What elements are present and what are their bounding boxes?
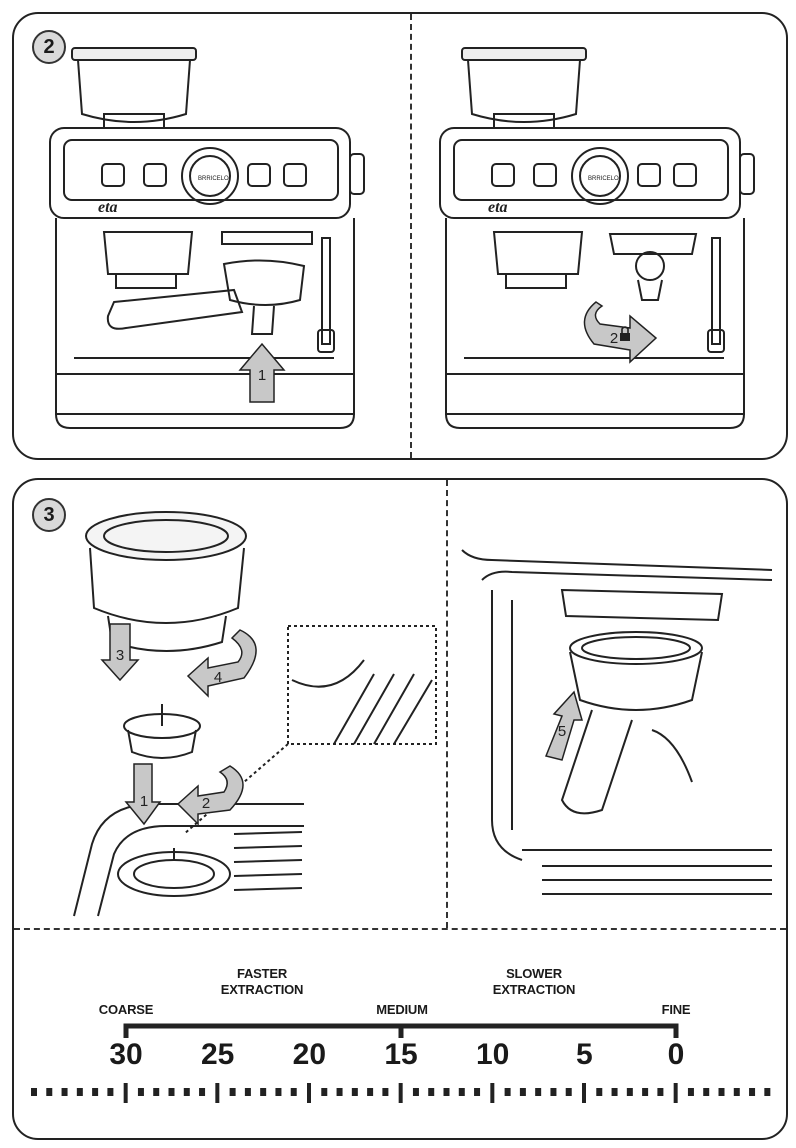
panel-step-2: 2	[12, 12, 788, 460]
minor-tick	[535, 1088, 542, 1096]
scale-number: 0	[667, 1038, 685, 1071]
minor-tick	[351, 1088, 358, 1096]
minor-tick	[46, 1088, 53, 1096]
minor-tick	[336, 1088, 343, 1096]
minor-tick	[153, 1088, 160, 1096]
panel-divider	[410, 14, 412, 458]
slower-label-line2: EXTRACTION	[492, 982, 576, 997]
minor-tick	[718, 1088, 725, 1096]
step-badge-2: 2	[32, 30, 66, 64]
minor-tick	[443, 1088, 450, 1096]
minor-tick	[642, 1088, 649, 1096]
arrow-step-label: 2	[202, 795, 210, 812]
medium-label: MEDIUM	[376, 1002, 428, 1017]
minor-tick	[412, 1088, 419, 1096]
grind-scale-bracket	[123, 1023, 679, 1038]
minor-tick	[168, 1088, 175, 1096]
step-badge-3: 3	[32, 498, 66, 532]
minor-tick	[565, 1088, 572, 1096]
minor-tick	[183, 1088, 190, 1096]
minor-tick	[550, 1088, 557, 1096]
scale-number: 10	[475, 1038, 510, 1071]
major-tick	[215, 1083, 220, 1103]
minor-tick	[428, 1088, 435, 1096]
panel-divider	[446, 480, 448, 928]
minor-tick	[107, 1088, 114, 1096]
minor-tick	[229, 1088, 236, 1096]
brand-logo: eta	[98, 199, 118, 216]
minor-tick	[733, 1088, 740, 1096]
minor-tick	[260, 1088, 267, 1096]
major-tick	[673, 1083, 678, 1103]
hopper-install-illustration: 3 4 1 2	[73, 511, 437, 917]
rotate-lock-arrow-icon: 4	[186, 629, 257, 698]
scale-number: 5	[575, 1038, 593, 1071]
minor-tick	[275, 1088, 282, 1096]
minor-tick	[290, 1088, 297, 1096]
dial-label: BRRICELO	[588, 176, 619, 182]
grind-scale-ticks	[31, 1083, 771, 1103]
minor-tick	[76, 1088, 83, 1096]
scale-number: 25	[200, 1038, 235, 1071]
slower-label-line1: SLOWER	[506, 966, 562, 981]
scale-divider	[14, 928, 786, 930]
panel-step-3: 3	[12, 478, 788, 1140]
arrow-step-label: 1	[140, 793, 148, 810]
fine-label: FINE	[661, 1002, 691, 1017]
minor-tick	[764, 1088, 771, 1096]
scale-number: 15	[384, 1038, 418, 1071]
up-arrow-icon: 5	[544, 690, 583, 761]
minor-tick	[626, 1088, 633, 1096]
up-arrow-icon: 1	[238, 342, 286, 403]
minor-tick	[458, 1088, 465, 1096]
minor-tick	[657, 1088, 664, 1096]
lock-icon	[620, 326, 630, 341]
major-tick	[307, 1083, 311, 1103]
major-tick	[490, 1083, 495, 1103]
down-arrow-icon: 3	[100, 623, 140, 682]
minor-tick	[31, 1088, 37, 1096]
minor-tick	[703, 1088, 710, 1096]
minor-tick	[61, 1088, 68, 1096]
arrow-step-label: 2	[610, 330, 618, 347]
machine-portafilter-lock-illustration: eta BRRICELO 2	[439, 47, 755, 429]
major-tick	[398, 1083, 403, 1103]
machine-portafilter-insert-illustration: eta BRRICELO 1	[49, 47, 365, 429]
arrow-step-label: 5	[558, 723, 566, 740]
minor-tick	[321, 1088, 328, 1096]
arrow-step-label: 3	[116, 647, 124, 664]
minor-tick	[92, 1088, 99, 1096]
major-tick	[123, 1083, 128, 1103]
arrow-step-label: 1	[258, 367, 266, 384]
minor-tick	[596, 1088, 603, 1096]
minor-tick	[367, 1088, 374, 1096]
arrow-step-label: 4	[214, 669, 222, 686]
faster-label-line1: FASTER	[236, 966, 288, 981]
down-arrow-icon: 1	[124, 763, 162, 826]
dial-label: BRRICELO	[198, 176, 229, 182]
faster-label-line2: EXTRACTION	[220, 982, 304, 997]
minor-tick	[474, 1088, 481, 1096]
minor-tick	[749, 1088, 756, 1096]
minor-tick	[382, 1088, 389, 1096]
minor-tick	[611, 1088, 618, 1096]
brand-logo: eta	[488, 199, 508, 216]
rotate-lock-arrow-icon: 2	[583, 301, 658, 364]
coarse-label: COARSE	[98, 1002, 154, 1017]
minor-tick	[199, 1088, 206, 1096]
minor-tick	[519, 1088, 526, 1096]
scale-number: 30	[109, 1038, 143, 1071]
scale-number: 20	[292, 1038, 327, 1071]
portafilter-closeup-illustration: 5	[461, 549, 773, 895]
minor-tick	[504, 1088, 511, 1096]
minor-tick	[244, 1088, 251, 1096]
rotate-lock-arrow-icon: 2	[176, 765, 244, 826]
minor-tick	[137, 1088, 144, 1096]
minor-tick	[687, 1088, 694, 1096]
major-tick	[582, 1083, 586, 1103]
